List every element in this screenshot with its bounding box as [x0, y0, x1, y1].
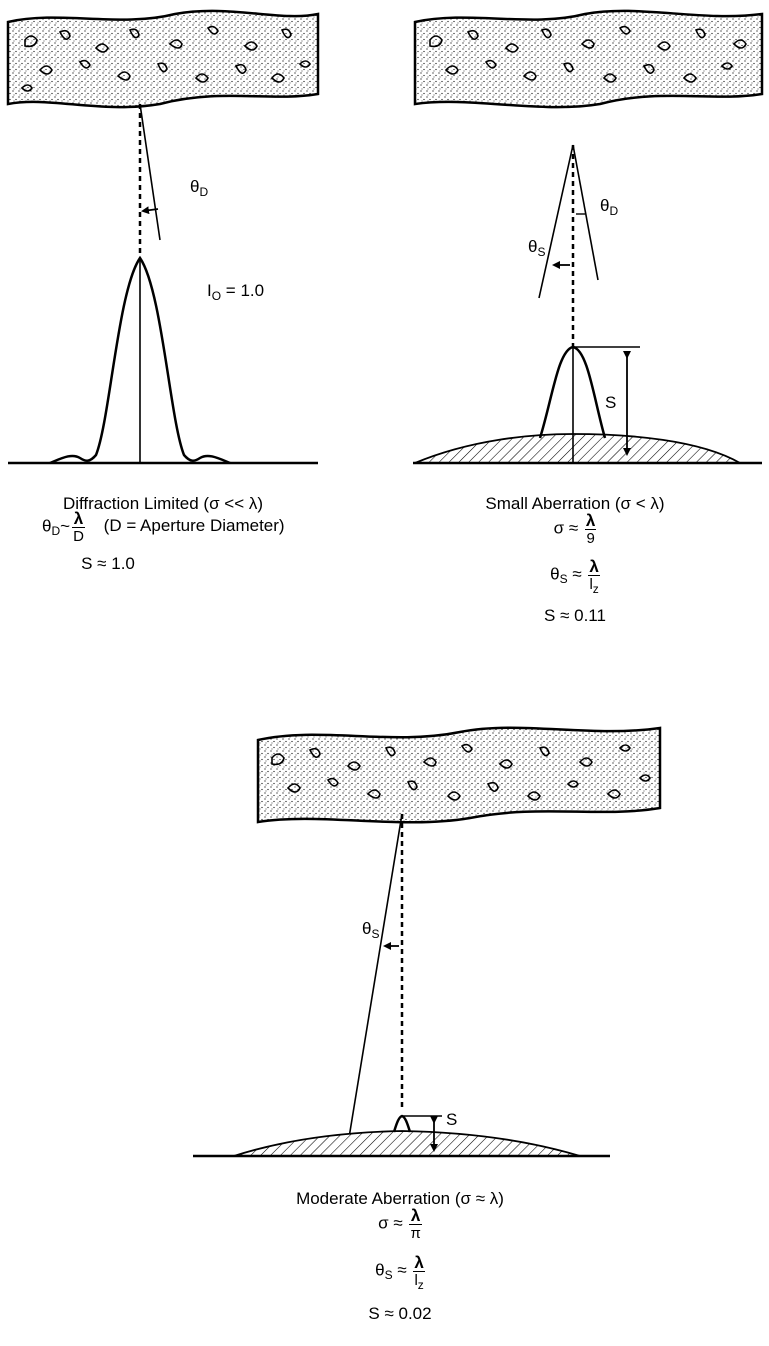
- scatter-ray: [346, 814, 402, 1156]
- theta-s-label: θS: [528, 238, 545, 255]
- caption-moderate-title: Moderate Aberration (σ ≈ λ): [280, 1190, 520, 1207]
- caption-strehl: S ≈ 1.0: [8, 555, 208, 572]
- caption-small-title: Small Aberration (σ < λ): [470, 495, 680, 512]
- panel-moderate-aberration: [193, 728, 660, 1156]
- halo-hatched-region: [415, 434, 740, 463]
- halo-hatched-region: [234, 1131, 580, 1156]
- panel-diffraction-limited: [8, 11, 318, 463]
- diffraction-ray: [140, 104, 160, 240]
- peak-intensity-label: IO = 1.0: [207, 282, 264, 299]
- panel-small-aberration: [413, 11, 762, 463]
- aberrated-peak-curve: [394, 1116, 410, 1132]
- scatter-ray-right: [573, 145, 598, 280]
- turbulent-medium-layer: [8, 11, 318, 107]
- strehl-label: S: [605, 394, 616, 411]
- scatter-ray-left: [539, 145, 573, 298]
- caption-strehl: S ≈ 0.11: [470, 607, 680, 624]
- turbulent-medium-layer: [415, 11, 762, 107]
- strehl-label: S: [446, 1111, 457, 1128]
- turbulent-medium-layer: [258, 728, 660, 823]
- caption-strehl: S ≈ 0.02: [280, 1305, 520, 1322]
- theta-s-label: θS: [362, 920, 379, 937]
- theta-d-label: θD: [190, 178, 208, 195]
- theta-d-label: θD: [600, 197, 618, 214]
